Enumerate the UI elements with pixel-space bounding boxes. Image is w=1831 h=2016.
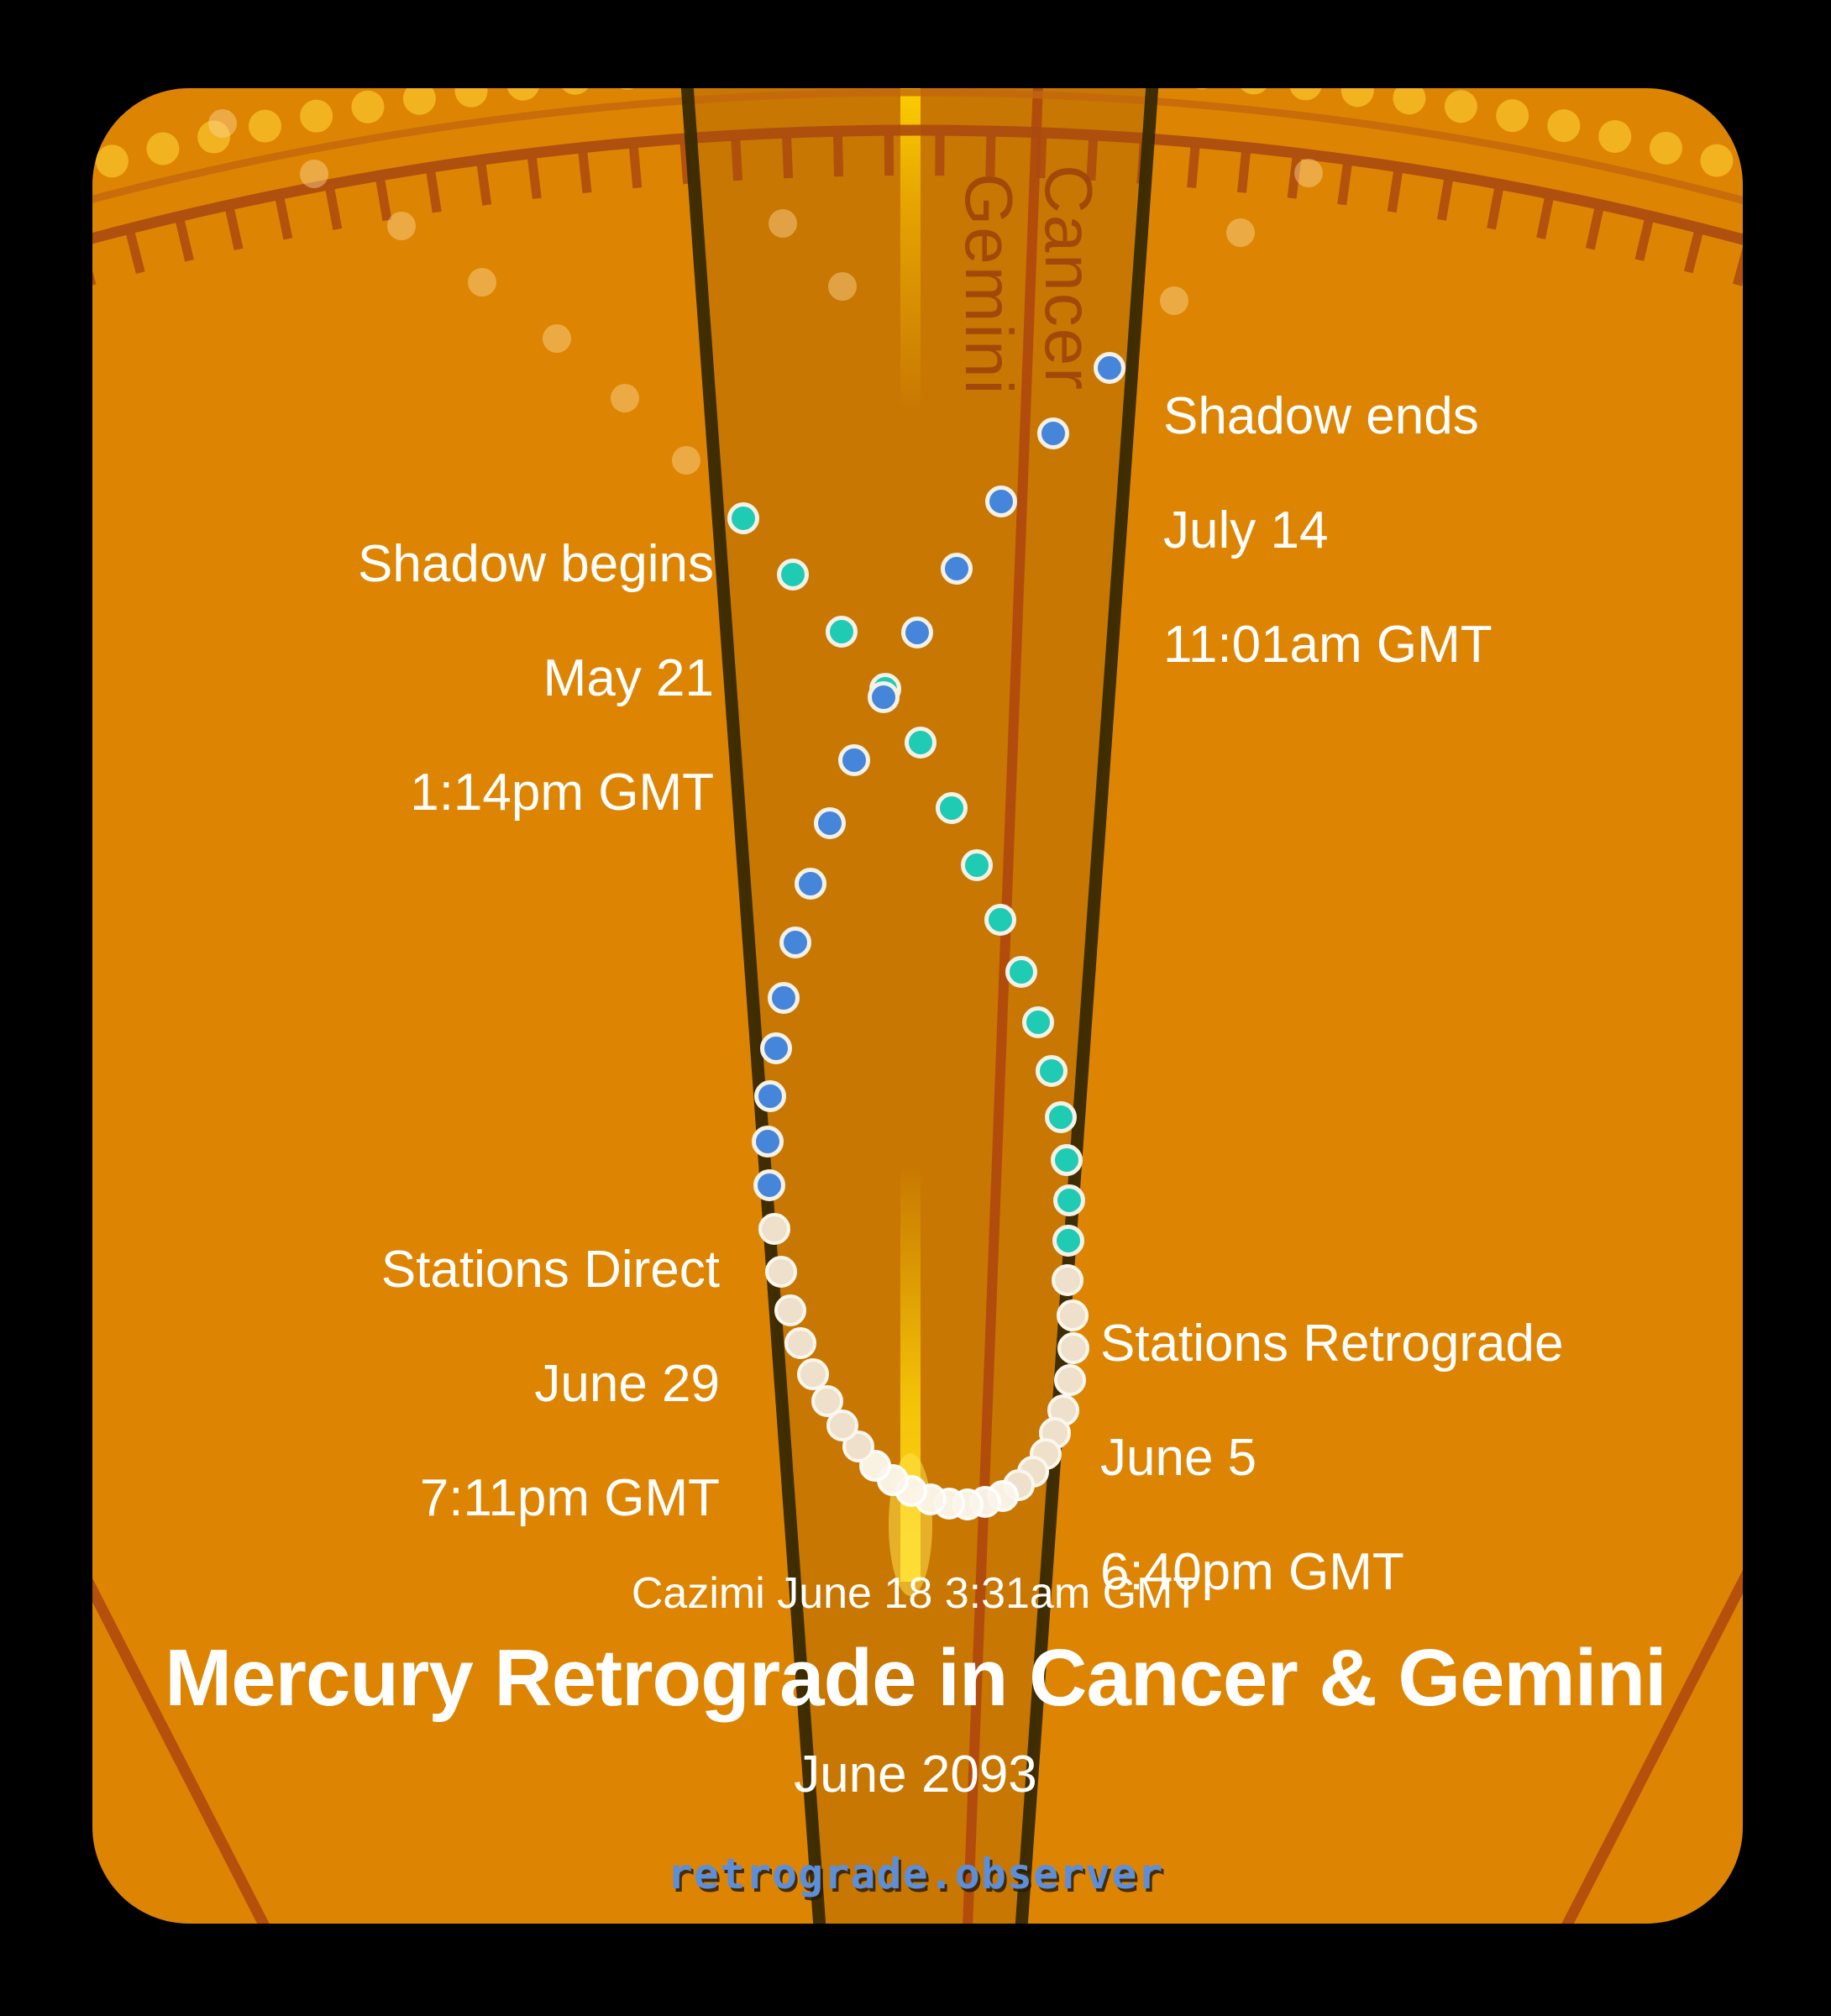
- mercury-path-dots: [208, 109, 1323, 1520]
- label-line: 7:11pm GMT: [419, 1469, 720, 1527]
- page-title: Mercury Retrograde in Cancer & Gemini: [165, 1633, 1667, 1723]
- cazimi-caption: Cazimi June 18 3:31am GMT: [631, 1569, 1200, 1618]
- label-stations-direct: Stations Direct June 29 7:11pm GMT: [381, 1184, 720, 1584]
- label-line: 1:14pm GMT: [410, 764, 714, 822]
- label-line: 6:40pm GMT: [1100, 1543, 1404, 1601]
- gemini-cancer-cusp-line: [963, 88, 1043, 1924]
- label-line: June 5: [1100, 1429, 1257, 1487]
- label-line: Stations Direct: [380, 1241, 720, 1299]
- label-shadow-ends: Shadow ends July 14 11:01am GMT: [1163, 331, 1493, 731]
- sun-glow-streak: [900, 88, 921, 1582]
- wedge-border-left: [680, 88, 826, 1924]
- page-subtitle: June 2093: [794, 1746, 1037, 1803]
- site-footer-url: retrograde.observer: [667, 1850, 1164, 1898]
- label-line: Stations Retrograde: [1100, 1315, 1564, 1373]
- taurus-gemini-cusp-line: [92, 1578, 270, 1924]
- wedge-border-right: [1015, 88, 1159, 1924]
- label-line: 11:01am GMT: [1163, 616, 1493, 674]
- label-line: Shadow ends: [1163, 387, 1479, 445]
- poster-card: Gemini Cancer: [92, 88, 1743, 1924]
- label-shadow-begins: Shadow begins May 21 1:14pm GMT: [358, 479, 714, 879]
- retrograde-diagram: Gemini Cancer: [92, 88, 1743, 1924]
- zodiac-wheel-arc: [92, 88, 1743, 286]
- sign-label-gemini: Gemini: [952, 173, 1026, 396]
- label-line: Shadow begins: [358, 535, 714, 593]
- label-line: July 14: [1163, 501, 1329, 559]
- label-line: May 21: [543, 649, 714, 707]
- cancer-leo-cusp-line: [1561, 1569, 1743, 1924]
- label-line: June 29: [534, 1355, 720, 1413]
- sign-label-cancer: Cancer: [1031, 165, 1106, 391]
- label-stations-retrograde: Stations Retrograde June 5 6:40pm GMT: [1100, 1258, 1563, 1658]
